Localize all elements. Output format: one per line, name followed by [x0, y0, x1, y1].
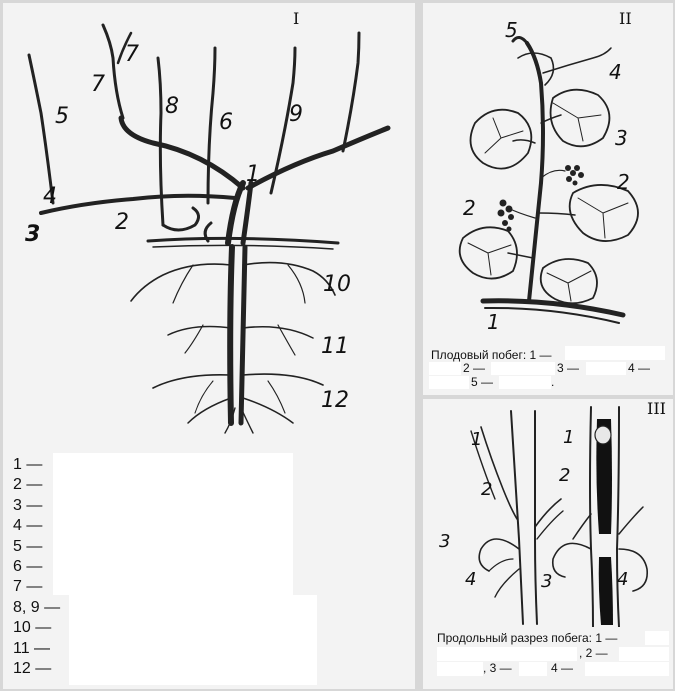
answer-field[interactable]: [437, 647, 577, 661]
legend-item: 10 —: [13, 618, 60, 638]
fruit-shoot-caption-3a: 5 —: [471, 375, 493, 389]
label-i-9: 9: [289, 102, 303, 127]
legend-item: 12 —: [13, 659, 60, 679]
legend-item: 11 —: [13, 639, 60, 659]
answer-field[interactable]: [437, 662, 483, 676]
answer-field[interactable]: [491, 362, 555, 375]
label-i-10: 10: [323, 272, 351, 297]
label-i-4: 4: [43, 184, 57, 209]
label-iii-right-2: 2: [559, 465, 570, 486]
label-ii-2a: 2: [617, 170, 630, 194]
answer-field[interactable]: [565, 346, 665, 360]
fruit-shoot-caption-1: Плодовый побег: 1 —: [431, 348, 552, 362]
answer-field[interactable]: [69, 595, 317, 685]
figure-i-panel: I: [3, 3, 415, 689]
label-iii-left-2: 2: [481, 479, 492, 500]
label-i-7a: 7: [125, 42, 139, 67]
label-i-7b: 7: [91, 72, 105, 97]
fruit-shoot-caption-3b: .: [551, 375, 554, 389]
label-i-6: 6: [219, 110, 233, 135]
label-iii-left-3: 3: [439, 531, 450, 552]
answer-field[interactable]: [429, 376, 469, 389]
vine-bush-drawing: 1 2 3 4 5 6 7 7 8 9 10 11 12: [3, 3, 415, 443]
label-ii-1: 1: [487, 310, 500, 334]
answer-field[interactable]: [499, 376, 551, 389]
label-i-12: 12: [321, 388, 349, 413]
fruit-shoot-caption-2c: 4 —: [628, 361, 650, 375]
label-i-1: 1: [246, 162, 260, 187]
label-i-5: 5: [55, 104, 69, 129]
fruit-shoot-caption-2a: 2 —: [463, 361, 485, 375]
answer-field[interactable]: [53, 453, 293, 595]
answer-field[interactable]: [519, 662, 547, 676]
shoot-section-caption-3b: 4 —: [551, 661, 573, 675]
label-iii-right-3: 3: [541, 571, 552, 592]
shoot-section-caption-1: Продольный разрез побега: 1 —: [437, 631, 617, 645]
label-ii-2b: 2: [463, 196, 476, 220]
label-iii-right-1: 1: [563, 427, 574, 448]
fruit-shoot-caption-2b: 3 —: [557, 361, 579, 375]
legend-item: 8, 9 —: [13, 598, 60, 618]
label-i-3: 3: [25, 222, 40, 247]
shoot-section-drawing: 1 2 3 4 1 2 3 4: [423, 399, 673, 627]
answer-field[interactable]: [429, 362, 461, 375]
label-iii-right-4: 4: [617, 569, 628, 590]
label-i-11: 11: [321, 334, 349, 359]
label-ii-4: 4: [609, 60, 622, 84]
answer-field[interactable]: [586, 362, 626, 375]
figure-ii-panel: II: [423, 3, 673, 395]
label-ii-5: 5: [505, 18, 518, 42]
shoot-section-caption-3a: , 3 —: [483, 661, 512, 675]
label-i-2: 2: [115, 210, 129, 235]
label-i-8: 8: [165, 94, 179, 119]
shoot-section-caption-2: , 2 —: [579, 646, 608, 660]
figure-iii-panel: III 1 2 3 4 1: [423, 399, 673, 689]
label-iii-left-4: 4: [465, 569, 476, 590]
fruit-shoot-drawing: 5 4 3 2 2 1: [423, 3, 673, 348]
label-iii-left-1: 1: [471, 429, 482, 450]
answer-field[interactable]: [585, 662, 669, 676]
answer-field[interactable]: [645, 631, 669, 645]
answer-field[interactable]: [619, 647, 669, 661]
label-ii-3: 3: [615, 126, 628, 150]
